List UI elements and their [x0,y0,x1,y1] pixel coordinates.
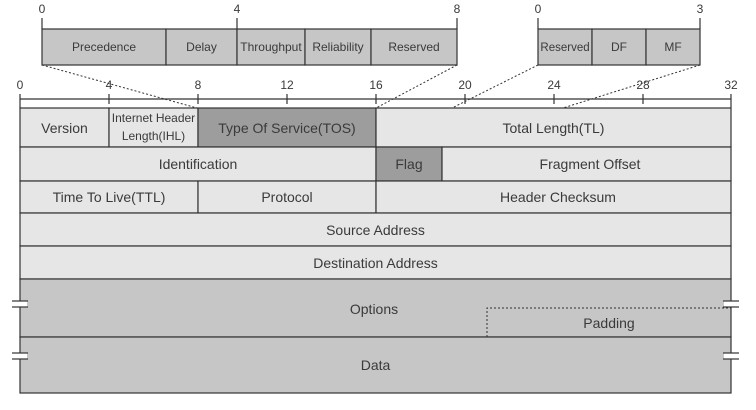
flag-cell [375,146,443,182]
tos-detail: 0 4 8 Precedence Delay Throughput Reliab… [39,2,461,66]
break-marks [12,300,739,360]
fragment-offset-label: Fragment Offset [540,156,641,172]
version-cell [19,107,110,148]
tos-precedence-cell [41,28,167,66]
ttl-cell [19,180,199,214]
bit-ruler: 0 4 8 12 16 20 24 28 32 [17,78,738,108]
flag-reserved-label: Reserved [540,42,589,54]
ruler-tick-label: 0 [17,78,24,92]
ruler-tick-label: 24 [547,78,561,92]
ruler-tick-label: 16 [369,78,383,92]
source-address-cell [19,212,732,247]
flag-detail-tick-label: 0 [535,2,542,16]
tos-connector-right [375,64,458,109]
tos-reserved-cell [370,28,458,66]
fragment-offset-cell [441,146,732,182]
total-length-cell [375,107,732,148]
ttl-label: Time To Live(TTL) [53,189,166,205]
tos-label: Type Of Service(TOS) [218,120,355,136]
flag-df-cell [591,28,647,66]
flag-mf-label: MF [664,40,681,54]
header-checksum-label: Header Checksum [500,189,616,205]
ruler-tick-label: 28 [636,78,650,92]
identification-cell [19,146,377,182]
source-address-label: Source Address [326,222,425,238]
tos-reliability-label: Reliability [312,40,363,54]
tos-delay-cell [165,28,238,66]
ip-header-table: Version Internet Header Length(IHL) Type… [19,107,732,394]
break-mark-right-data [723,352,739,360]
flag-label: Flag [395,156,422,172]
tos-throughput-cell [236,28,306,66]
ruler-tick-label: 12 [280,78,294,92]
data-cell [19,336,732,394]
padding-dotted-border [486,307,731,337]
flag-df-label: DF [611,40,627,54]
break-mark-left-data [12,352,28,360]
header-checksum-cell [375,180,732,214]
protocol-cell [197,180,377,214]
tos-precedence-label: Precedence [72,40,136,54]
flag-detail-tick-label: 3 [697,2,704,16]
flag-mf-cell [645,28,701,66]
tos-reliability-cell [304,28,372,66]
ihl-label-line2: Length(IHL) [122,129,185,143]
options-cell [19,278,732,338]
options-label: Options [350,301,398,317]
version-label: Version [41,120,88,136]
tos-throughput-label: Throughput [240,40,302,54]
ruler-tick-label: 20 [458,78,472,92]
tos-detail-tick-label: 8 [454,2,461,16]
ruler-tick-label: 4 [106,78,113,92]
total-length-label: Total Length(TL) [503,120,605,136]
tos-detail-tick-label: 4 [234,2,241,16]
data-label: Data [361,357,391,373]
ruler-tick-label: 8 [195,78,202,92]
ihl-label-line1: Internet Header [112,111,195,125]
break-mark-right-options [723,300,739,308]
protocol-label: Protocol [261,189,312,205]
tos-detail-tick-label: 0 [39,2,46,16]
ruler-tick-label: 32 [724,78,738,92]
destination-address-label: Destination Address [313,255,438,271]
break-mark-left-options [12,300,28,308]
tos-reserved-label: Reserved [388,40,439,54]
tos-connector-left [41,64,198,109]
tos-delay-label: Delay [186,40,217,54]
flag-detail: 0 3 Reserved DF MF [535,2,704,66]
padding-label: Padding [583,315,634,331]
identification-label: Identification [159,156,238,172]
